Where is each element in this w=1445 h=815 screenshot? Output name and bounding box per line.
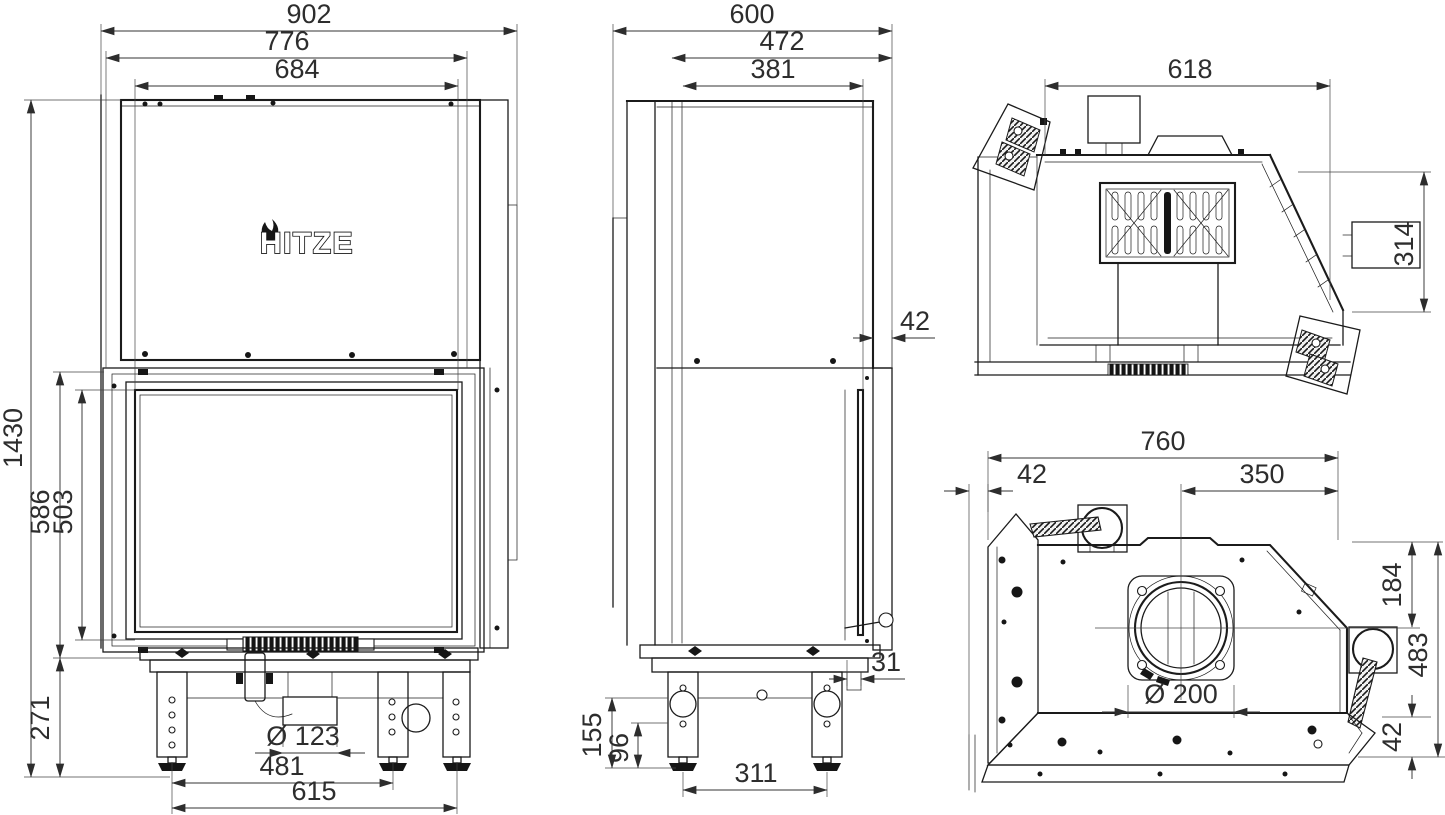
top-body	[968, 484, 1420, 793]
dim-front-door-height: 586	[25, 371, 141, 659]
flue-collar	[1095, 484, 1420, 700]
dim-side-front-offset: 42	[853, 306, 935, 368]
svg-text:Ø 123: Ø 123	[266, 721, 340, 751]
dim-front-overall-width: 902	[100, 0, 518, 205]
door-lift-pulley-top	[1029, 504, 1128, 553]
svg-text:760: 760	[1140, 426, 1185, 456]
svg-text:503: 503	[48, 489, 78, 534]
svg-text:483: 483	[1403, 632, 1433, 677]
svg-text:586: 586	[25, 489, 55, 534]
dim-top-flue-to-right-edge: 350	[1181, 459, 1339, 496]
side-view: 600 472 381 42	[577, 0, 935, 797]
svg-text:1430: 1430	[0, 408, 28, 468]
dim-front-base-height: 271	[25, 657, 65, 778]
svg-text:472: 472	[759, 26, 804, 56]
flue-stub	[1087, 95, 1141, 144]
dim-side-glass-depth: 381	[682, 54, 864, 390]
svg-text:776: 776	[264, 26, 309, 56]
dim-side-rear-offset: 31	[829, 647, 905, 686]
dim-top-overall-depth: 483	[1358, 541, 1445, 758]
dim-front-glass-width: 684	[134, 54, 459, 390]
hinge-detail-bottom-right	[1285, 315, 1361, 395]
svg-text:31: 31	[871, 647, 901, 677]
brand-logo: HITZE	[259, 219, 354, 261]
svg-text:Ø 200: Ø 200	[1144, 679, 1218, 709]
side-base	[639, 644, 881, 771]
dim-top-flue-diameter: Ø 200	[1102, 679, 1260, 718]
door-lift-pulley-right	[1347, 626, 1398, 729]
svg-text:42: 42	[1377, 722, 1407, 752]
section-dimensions: 618 314	[1044, 54, 1431, 313]
top-dimensions: 760 42 350 184	[944, 426, 1445, 779]
dim-section-right-height: 314	[1298, 171, 1431, 313]
svg-text:311: 311	[734, 758, 777, 788]
svg-text:615: 615	[291, 776, 336, 806]
top-left-plate	[987, 512, 1039, 764]
dim-side-overall-depth: 600	[612, 0, 893, 368]
svg-text:96: 96	[604, 733, 634, 763]
front-feet	[158, 756, 471, 771]
svg-text:42: 42	[900, 306, 930, 336]
front-glass	[133, 388, 459, 634]
hinge-detail-top-left	[972, 103, 1051, 191]
front-view: HITZE 902 776 684	[0, 0, 518, 814]
dim-top-flue-center-depth: 184	[1352, 541, 1443, 628]
dim-side-feet-span: 311	[682, 758, 828, 797]
dim-top-overall-width: 760	[987, 426, 1339, 540]
front-air-grille	[242, 636, 359, 652]
section-body	[972, 95, 1421, 395]
svg-text:271: 271	[25, 695, 55, 740]
front-dimensions: 902 776 684 1430	[0, 0, 518, 814]
svg-text:184: 184	[1377, 562, 1407, 607]
section-view: 618 314	[972, 54, 1431, 395]
svg-text:42: 42	[1017, 459, 1047, 489]
svg-text:381: 381	[750, 54, 795, 84]
dim-front-feet-span-outer: 615	[171, 762, 458, 814]
side-body	[612, 99, 894, 771]
dim-front-feet-span-inner: 481	[171, 751, 394, 790]
dim-top-front-frame-depth: 42	[1377, 695, 1431, 779]
front-intake-collar	[282, 696, 338, 726]
dim-side-inner-depth: 472	[671, 26, 893, 63]
front-body: HITZE	[100, 94, 518, 771]
fire-grate	[1098, 181, 1237, 265]
svg-text:350: 350	[1239, 459, 1284, 489]
dim-front-glass-height: 503	[48, 389, 135, 641]
side-dimensions: 600 472 381 42	[577, 0, 935, 797]
svg-text:155: 155	[577, 712, 607, 757]
side-glass-edge	[856, 388, 865, 637]
dim-front-overall-height: 1430	[0, 99, 170, 778]
dim-side-leg-height: 155	[577, 697, 676, 769]
svg-text:600: 600	[729, 0, 774, 29]
dim-side-leg-lower-height: 96	[604, 722, 668, 769]
dim-section-inner-width: 618	[1044, 54, 1331, 300]
front-base	[139, 647, 479, 771]
top-front-band	[981, 712, 1376, 783]
svg-text:481: 481	[259, 751, 304, 781]
flame-icon	[261, 219, 279, 242]
svg-text:618: 618	[1167, 54, 1212, 84]
door-handle	[844, 621, 881, 629]
dim-front-intake-diameter: Ø 123	[255, 721, 365, 758]
brand-logo-text: HITZE	[260, 227, 354, 260]
dim-top-shield-offset: 42	[944, 459, 1047, 735]
svg-text:314: 314	[1389, 221, 1419, 266]
top-view: 760 42 350 184	[944, 426, 1445, 793]
dim-front-frame-width: 776	[105, 26, 468, 368]
svg-text:684: 684	[274, 54, 319, 84]
svg-text:902: 902	[286, 0, 331, 29]
